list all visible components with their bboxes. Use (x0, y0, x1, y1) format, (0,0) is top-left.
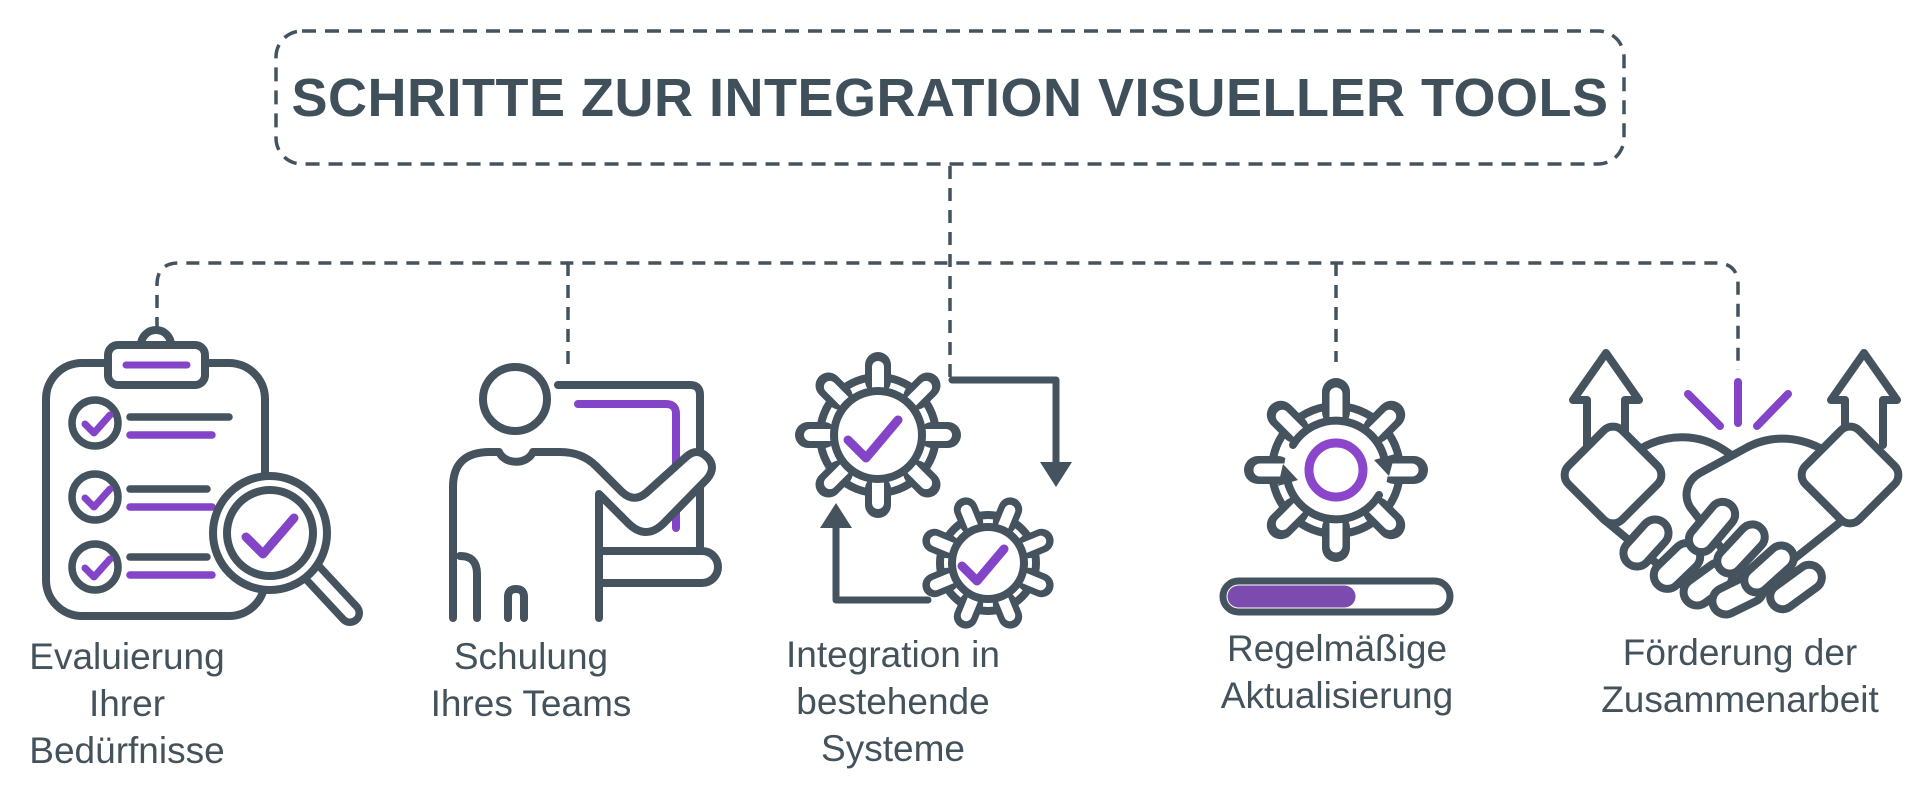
gear-refresh-progress-icon (1219, 378, 1454, 616)
trainer-whiteboard-icon (449, 363, 722, 622)
up-arrow-right-icon (1827, 349, 1901, 449)
connector-lines (155, 166, 1740, 378)
right-cuff (1797, 422, 1903, 528)
magnifier-check-icon (209, 472, 363, 626)
handshake-growth-icon (1560, 349, 1903, 619)
progress-bar (1219, 577, 1454, 616)
gear-check-small (922, 497, 1054, 629)
step-label-evaluierung: Evaluierung Ihrer Bedürfnisse (29, 636, 225, 771)
right-hand-fingers (1684, 497, 1826, 614)
step-label-schulung: Schulung Ihres Teams (430, 636, 632, 724)
connector-horizontal-rail (155, 261, 1740, 370)
step-label-aktualisierung: Regelmäßige Aktualisierung (1220, 628, 1454, 716)
clipboard-checklist-magnifier-icon (42, 326, 363, 626)
up-arrow-left-icon (1569, 349, 1643, 449)
step-label-integration: Integration in bestehende Systeme (786, 634, 1000, 769)
step-label-zusammenarbeit: Förderung der Zusammenarbeit (1601, 632, 1879, 720)
title-frame (274, 29, 1626, 166)
spark-rays-icon (1684, 378, 1792, 430)
gear-check-large (795, 352, 961, 518)
title-box: SCHRITTE ZUR INTEGRATION VISUELLER TOOLS (276, 31, 1624, 164)
left-cuff (1560, 422, 1666, 528)
gears-sync-check-icon (795, 352, 1072, 629)
refresh-arrows-icon (1278, 416, 1395, 524)
page-title: SCHRITTE ZUR INTEGRATION VISUELLER TOOLS (291, 67, 1609, 128)
progress-bar-fill (1227, 585, 1356, 608)
